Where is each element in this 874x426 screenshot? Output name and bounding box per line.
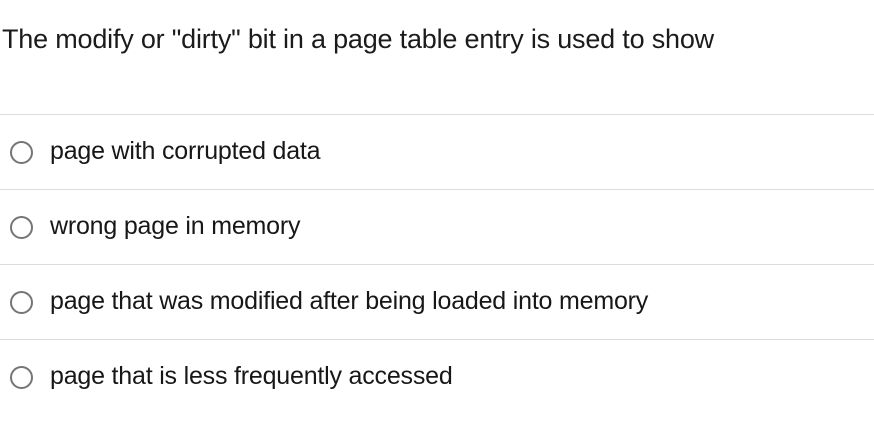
answer-option[interactable]: wrong page in memory bbox=[0, 190, 874, 265]
question-text: The modify or "dirty" bit in a page tabl… bbox=[2, 24, 714, 54]
option-label[interactable]: page that was modified after being loade… bbox=[50, 286, 649, 315]
radio-button-icon[interactable] bbox=[10, 366, 33, 389]
radio-button-icon[interactable] bbox=[10, 140, 33, 164]
answer-option[interactable]: page that is less frequently accessed bbox=[0, 340, 874, 415]
option-label[interactable]: page with corrupted data bbox=[50, 136, 321, 165]
option-label[interactable]: wrong page in memory bbox=[50, 211, 301, 240]
question-header: The modify or "dirty" bit in a page tabl… bbox=[0, 0, 874, 115]
answer-option[interactable]: page that was modified after being loade… bbox=[0, 265, 874, 340]
radio-button-icon[interactable] bbox=[10, 290, 33, 314]
option-label[interactable]: page that is less frequently accessed bbox=[50, 362, 453, 390]
answer-option[interactable]: page with corrupted data bbox=[0, 115, 874, 190]
radio-button-icon[interactable] bbox=[10, 215, 33, 239]
answers-list: page with corrupted data wrong page in m… bbox=[0, 115, 874, 415]
